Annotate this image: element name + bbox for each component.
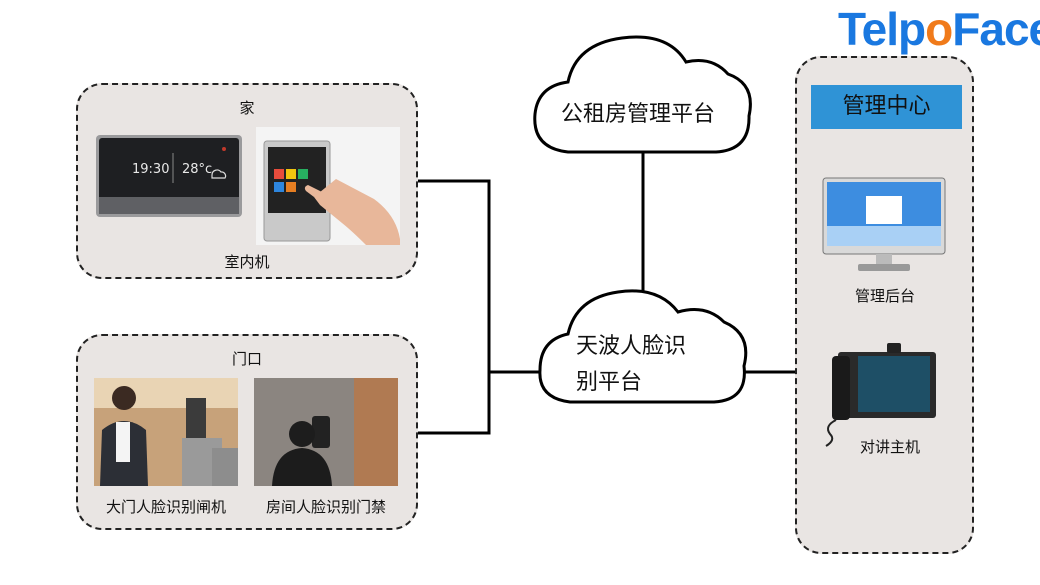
indoor-unit-device: 19:30 28°c [96,135,242,217]
management-title: 管理中心 [811,85,962,129]
gate-label: 门口 [231,350,262,368]
cloud-mid-line1: 天波人脸识 [576,334,687,359]
management-group [795,56,974,554]
cloud-top-text: 公租房管理平台 [561,102,716,127]
indoor-unit-caption: 室内机 [224,253,270,271]
backend-caption: 管理后台 [854,287,915,305]
face-door-caption: 房间人脸识别门禁 [265,498,386,516]
cloud-mid-line2: 别平台 [576,370,643,395]
intercom-caption: 对讲主机 [859,438,920,456]
face-door-access-photo [254,378,398,486]
home-label: 家 [239,99,255,117]
telpoface-logo: TelpoFace [838,3,1040,55]
touch-panel-hand [256,127,400,245]
face-gate-photo [94,378,238,486]
home-group: 家 19:30 28°c 室内机 [76,83,418,279]
face-gate-caption: 大门人脸识别闸机 [105,498,226,516]
indoor-unit-temp: 28°c [182,162,213,177]
indoor-unit-clock: 19:30 [132,162,170,177]
gate-group: 门口 大门人脸识别闸机 房间人脸识别门禁 [76,334,418,530]
